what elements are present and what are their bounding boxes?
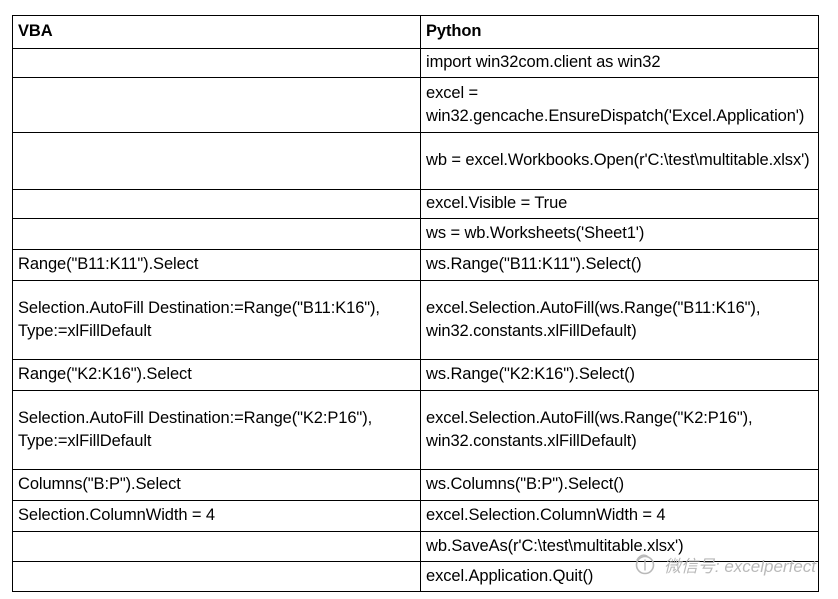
table-row: import win32com.client as win32 [12, 48, 819, 78]
table-row: Selection.AutoFill Destination:=Range("K… [12, 390, 819, 470]
cell-vba: Selection.AutoFill Destination:=Range("B… [12, 280, 421, 360]
cell-python: ws.Range("B11:K11").Select() [420, 249, 819, 281]
cell-vba [12, 561, 421, 592]
cell-python: wb.SaveAs(r'C:\test\multitable.xlsx') [420, 531, 819, 562]
table-row: Range("K2:K16").Select ws.Range("K2:K16"… [12, 359, 819, 391]
cell-python: wb = excel.Workbooks.Open(r'C:\test\mult… [420, 132, 819, 190]
table-body: import win32com.client as win32 excel = … [12, 48, 819, 592]
table-row: excel.Visible = True [12, 189, 819, 219]
cell-vba [12, 77, 421, 133]
table-header-row: VBA Python [12, 15, 819, 49]
cell-vba: Range("K2:K16").Select [12, 359, 421, 391]
table-row: wb.SaveAs(r'C:\test\multitable.xlsx') [12, 531, 819, 562]
cell-python: excel.Application.Quit() [420, 561, 819, 592]
cell-python: excel.Selection.AutoFill(ws.Range("K2:P1… [420, 390, 819, 470]
table-row: wb = excel.Workbooks.Open(r'C:\test\mult… [12, 132, 819, 190]
cell-vba [12, 218, 421, 250]
table-row: excel = win32.gencache.EnsureDispatch('E… [12, 77, 819, 133]
cell-python: excel.Visible = True [420, 189, 819, 219]
cell-python: ws = wb.Worksheets('Sheet1') [420, 218, 819, 250]
table-row: ws = wb.Worksheets('Sheet1') [12, 218, 819, 250]
table-row: Selection.AutoFill Destination:=Range("B… [12, 280, 819, 360]
cell-vba [12, 132, 421, 190]
vba-python-comparison-table: VBA Python import win32com.client as win… [12, 15, 819, 592]
cell-python: excel.Selection.ColumnWidth = 4 [420, 500, 819, 532]
cell-vba [12, 189, 421, 219]
cell-vba: Selection.AutoFill Destination:=Range("K… [12, 390, 421, 470]
cell-vba: Range("B11:K11").Select [12, 249, 421, 281]
cell-vba [12, 531, 421, 562]
table-row: Selection.ColumnWidth = 4 excel.Selectio… [12, 500, 819, 532]
table-row: Range("B11:K11").Select ws.Range("B11:K1… [12, 249, 819, 281]
cell-vba: Columns("B:P").Select [12, 469, 421, 501]
cell-python: import win32com.client as win32 [420, 48, 819, 78]
cell-python: ws.Columns("B:P").Select() [420, 469, 819, 501]
cell-python: excel.Selection.AutoFill(ws.Range("B11:K… [420, 280, 819, 360]
table-row: excel.Application.Quit() [12, 561, 819, 592]
cell-python: excel = win32.gencache.EnsureDispatch('E… [420, 77, 819, 133]
column-header-vba: VBA [12, 15, 421, 49]
column-header-python: Python [420, 15, 819, 49]
cell-vba [12, 48, 421, 78]
table-row: Columns("B:P").Select ws.Columns("B:P").… [12, 469, 819, 501]
cell-vba: Selection.ColumnWidth = 4 [12, 500, 421, 532]
cell-python: ws.Range("K2:K16").Select() [420, 359, 819, 391]
